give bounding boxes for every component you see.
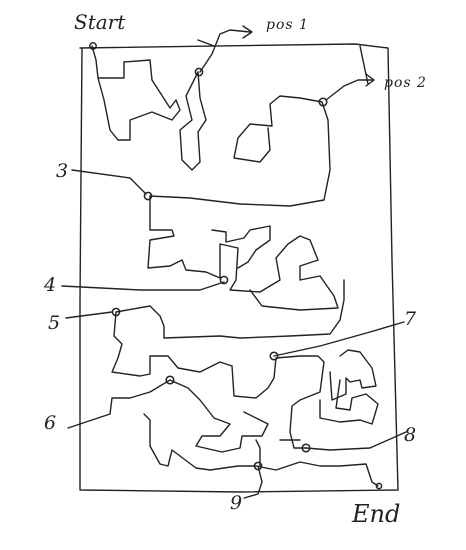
- position-3-label: 3: [56, 160, 69, 182]
- start-label: Start: [74, 10, 126, 34]
- position-start-marker: [89, 42, 97, 50]
- position-6-label: 6: [44, 412, 57, 434]
- leader-4: [61, 281, 225, 291]
- maze-path-pos1: [179, 71, 207, 171]
- leader-9: [243, 465, 263, 499]
- pos1-arrow: [199, 25, 253, 73]
- position-end-marker: [375, 482, 383, 490]
- maze-path-5: [111, 279, 345, 377]
- position-8-label: 8: [404, 424, 417, 446]
- maze-path-lowerleft: [143, 413, 379, 487]
- maze-path-topright: [197, 39, 369, 85]
- end-label: End: [352, 500, 401, 528]
- position-8-marker: [301, 443, 311, 453]
- maze-path-middle: [147, 195, 339, 311]
- maze-path-middle-b: [211, 225, 271, 269]
- leader-8: [305, 431, 407, 451]
- position-3-marker: [143, 191, 153, 201]
- pos1-label: pos 1: [266, 17, 309, 33]
- position-6-marker: [165, 375, 175, 385]
- position-2-marker: [318, 97, 328, 107]
- maze-border: [79, 43, 399, 493]
- maze-path-start: [91, 45, 181, 141]
- maze-path-pos2: [149, 95, 331, 207]
- pos2-label: pos 2: [384, 75, 427, 91]
- position-7-label: 7: [404, 308, 417, 330]
- leader-5: [65, 311, 113, 319]
- position-4-label: 4: [44, 274, 57, 296]
- maze-path-right: [319, 349, 379, 425]
- maze-path-center-bottom: [231, 355, 325, 449]
- leader-7: [273, 321, 405, 357]
- maze-path-6: [67, 379, 269, 453]
- position-5-label: 5: [48, 312, 61, 334]
- position-9-label: 9: [230, 492, 243, 514]
- maze-path-center-bottom-b: [255, 439, 301, 467]
- leader-3: [71, 169, 147, 195]
- position-7-marker: [269, 351, 279, 361]
- position-1-marker: [194, 67, 204, 77]
- position-5-marker: [111, 307, 121, 317]
- position-4-marker: [219, 275, 229, 285]
- position-9-marker: [253, 461, 263, 471]
